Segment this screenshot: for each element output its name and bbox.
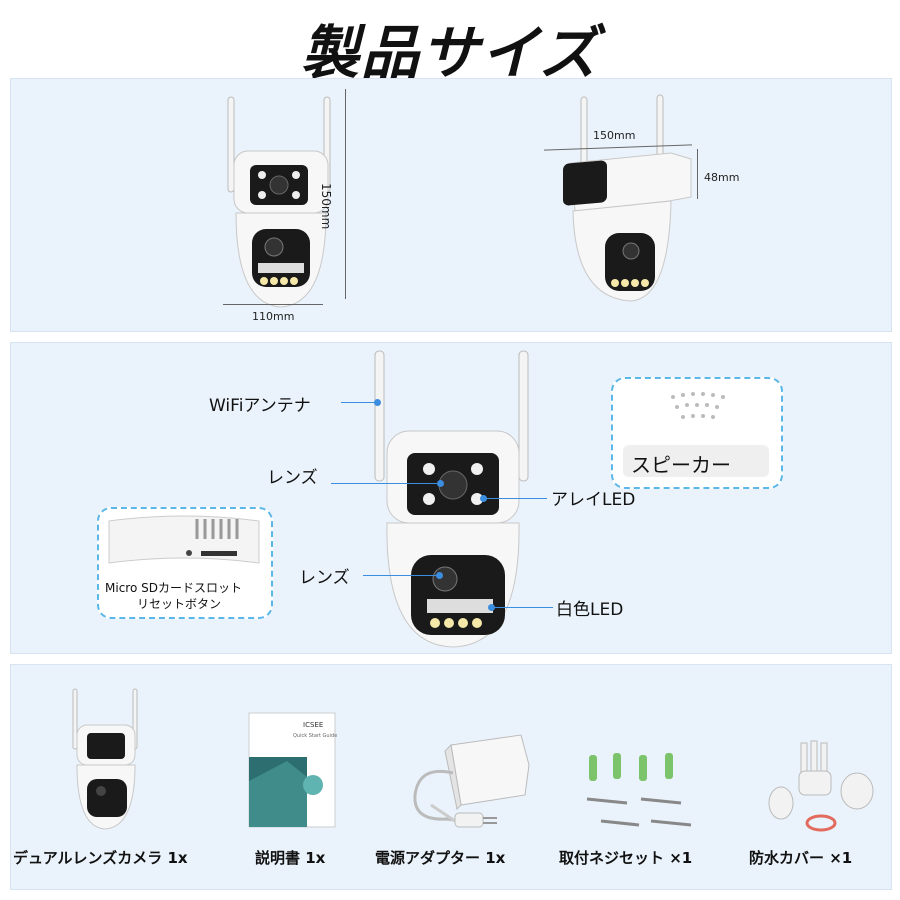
array-led-dot [480,495,487,502]
features-panel: WiFiアンテナ レンズ アレイLED レンズ 白色LED スピーカー Mic [10,342,892,654]
sd-slot-inset: Micro SDカードスロット リセットボタン [97,507,273,619]
speaker-inset: スピーカー [611,377,783,489]
manual-image: ICSEE Quick Start Guide [248,712,337,828]
wifi-antenna-label: WiFiアンテナ [209,396,311,416]
white-led-label: 白色LED [556,600,624,620]
height-dimension-line [345,89,346,299]
height-dimension-label: 150mm [319,183,333,230]
lens-top-line [331,483,441,484]
speaker-label: スピーカー [631,453,731,477]
camera-front-image [227,96,331,308]
package-item-screws: 取付ネジセット ×1 [559,849,693,867]
package-item-manual: 説明書 1x [255,849,326,867]
lens-bottom-dot [436,572,443,579]
waterproof-cover-image [768,740,874,832]
speaker-label-bg [623,445,769,477]
camera-side-image [563,94,692,302]
speaker-grille-icon [671,392,725,419]
side-width-dimension-label: 150mm [593,129,636,142]
wifi-antenna-line [341,402,377,403]
white-led-dot [488,604,495,611]
array-led-label: アレイLED [551,490,636,510]
manual-brand: ICSEE [303,721,323,729]
white-led-line [491,607,553,608]
package-item-camera: デュアルレンズカメラ 1x [13,849,188,867]
lens-bottom-label: レンズ [299,568,350,588]
lens-top-label: レンズ [267,468,318,488]
array-led-line [483,498,547,499]
wifi-antenna-dot [374,399,381,406]
camera-feature-image [374,350,529,648]
sd-slot-image [108,515,260,564]
package-panel: ICSEE Quick Start Guide デュアルレンズカメラ 1x 説明… [10,664,892,890]
depth-dimension-line [697,149,698,199]
dimensions-panel: 150mm 110mm 150mm 48mm [10,78,892,332]
power-adapter-image [413,734,530,828]
package-camera-image [72,688,138,830]
package-item-cover: 防水カバー ×1 [749,849,853,867]
package-item-adapter: 電源アダプター 1x [375,849,506,867]
width-dimension-line [223,304,323,305]
width-dimension-label: 110mm [252,310,295,323]
lens-bottom-line [363,575,439,576]
screw-set-image [586,753,692,827]
reset-button-label: リセットボタン [137,597,222,611]
lens-top-dot [437,480,444,487]
sd-slot-label: Micro SDカードスロット [105,581,242,595]
depth-dimension-label: 48mm [704,171,740,184]
manual-subtitle: Quick Start Guide [293,733,337,739]
page-title: 製品サイズ [300,19,600,87]
